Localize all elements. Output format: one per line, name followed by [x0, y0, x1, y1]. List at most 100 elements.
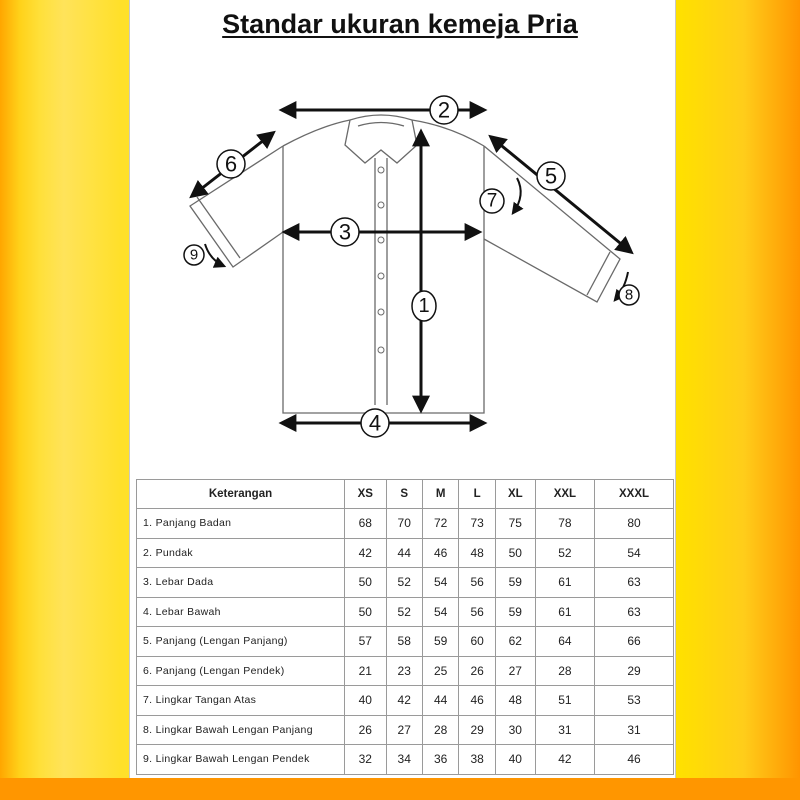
marker-5: 5	[536, 161, 566, 191]
size-value-cell: 46	[421, 537, 460, 568]
header-keterangan: Keterangan	[136, 479, 345, 509]
size-value-cell: 21	[344, 655, 387, 686]
size-value-cell: 40	[344, 685, 387, 716]
size-value-cell: 52	[534, 537, 596, 568]
marker-7: 7	[479, 188, 505, 214]
size-value-cell: 59	[494, 596, 536, 627]
marker-8: 8	[618, 284, 640, 306]
row-label: 4. Lebar Bawah	[136, 596, 345, 627]
header-size: XXL	[534, 479, 596, 509]
size-value-cell: 29	[594, 655, 674, 686]
row-label: 1. Panjang Badan	[136, 508, 345, 539]
arrow-upper-arm	[511, 177, 524, 215]
size-value-cell: 42	[344, 537, 387, 568]
size-value-cell: 30	[494, 714, 536, 745]
header-size: M	[421, 479, 460, 509]
size-value-cell: 60	[458, 626, 496, 657]
shirt-outline	[189, 114, 621, 414]
size-value-cell: 54	[594, 537, 674, 568]
size-value-cell: 50	[344, 567, 387, 598]
header-size: L	[458, 479, 496, 509]
size-value-cell: 26	[344, 714, 387, 745]
size-value-cell: 64	[534, 626, 596, 657]
size-value-cell: 63	[594, 567, 674, 598]
row-label: 3. Lebar Dada	[136, 567, 345, 598]
size-value-cell: 48	[494, 685, 536, 716]
row-label: 5. Panjang (Lengan Panjang)	[136, 626, 345, 657]
size-value-cell: 54	[421, 596, 460, 627]
svg-text:5: 5	[545, 164, 557, 189]
size-value-cell: 36	[421, 744, 460, 775]
size-value-cell: 32	[344, 744, 387, 775]
size-value-cell: 70	[385, 508, 423, 539]
svg-text:6: 6	[225, 152, 237, 177]
size-value-cell: 48	[458, 537, 496, 568]
size-value-cell: 51	[534, 685, 596, 716]
arrow-long-sleeve	[488, 134, 634, 255]
size-value-cell: 31	[534, 714, 596, 745]
svg-text:2: 2	[438, 98, 450, 123]
row-label: 6. Panjang (Lengan Pendek)	[136, 655, 345, 686]
size-value-cell: 66	[594, 626, 674, 657]
size-value-cell: 78	[534, 508, 596, 539]
size-value-cell: 52	[385, 596, 423, 627]
page-title: Standar ukuran kemeja Pria	[222, 9, 578, 39]
arrow-short-cuff	[204, 243, 227, 268]
size-value-cell: 27	[494, 655, 536, 686]
size-value-cell: 50	[494, 537, 536, 568]
size-value-cell: 29	[458, 714, 496, 745]
svg-text:4: 4	[369, 411, 381, 436]
size-value-cell: 46	[458, 685, 496, 716]
size-value-cell: 56	[458, 567, 496, 598]
header-size: S	[385, 479, 423, 509]
size-value-cell: 27	[385, 714, 423, 745]
size-value-cell: 25	[421, 655, 460, 686]
shirt-diagram: 1 2 3 4 5 6 7 8 9	[183, 95, 640, 438]
size-value-cell: 52	[385, 567, 423, 598]
header-size: XXXL	[594, 479, 674, 509]
size-value-cell: 56	[458, 596, 496, 627]
size-value-cell: 80	[594, 508, 674, 539]
marker-9: 9	[183, 244, 205, 266]
size-value-cell: 73	[458, 508, 496, 539]
size-value-cell: 75	[494, 508, 536, 539]
size-table: Keterangan XS S M L XL XXL XXXL 1. Panja…	[136, 479, 674, 775]
size-value-cell: 46	[594, 744, 674, 775]
row-label: 7. Lingkar Tangan Atas	[136, 685, 345, 716]
marker-1: 1	[411, 290, 437, 322]
svg-text:1: 1	[418, 295, 429, 317]
size-value-cell: 23	[385, 655, 423, 686]
size-value-cell: 59	[421, 626, 460, 657]
size-value-cell: 59	[494, 567, 536, 598]
marker-4: 4	[360, 408, 390, 438]
size-value-cell: 62	[494, 626, 536, 657]
size-value-cell: 28	[421, 714, 460, 745]
table-header-row: Keterangan XS S M L XL XXL XXXL	[136, 479, 674, 509]
size-value-cell: 54	[421, 567, 460, 598]
size-value-cell: 58	[385, 626, 423, 657]
row-label: 8. Lingkar Bawah Lengan Panjang	[136, 714, 345, 745]
size-value-cell: 61	[534, 567, 596, 598]
size-value-cell: 31	[594, 714, 674, 745]
size-value-cell: 40	[494, 744, 536, 775]
svg-text:8: 8	[625, 287, 633, 304]
size-value-cell: 57	[344, 626, 387, 657]
size-value-cell: 50	[344, 596, 387, 627]
size-value-cell: 42	[534, 744, 596, 775]
shirt-buttons	[377, 166, 385, 354]
size-value-cell: 26	[458, 655, 496, 686]
bottom-bar	[0, 778, 800, 800]
marker-2: 2	[429, 95, 459, 125]
size-value-cell: 53	[594, 685, 674, 716]
header-size: XS	[344, 479, 387, 509]
marker-3: 3	[330, 217, 360, 247]
row-label: 2. Pundak	[136, 537, 345, 568]
